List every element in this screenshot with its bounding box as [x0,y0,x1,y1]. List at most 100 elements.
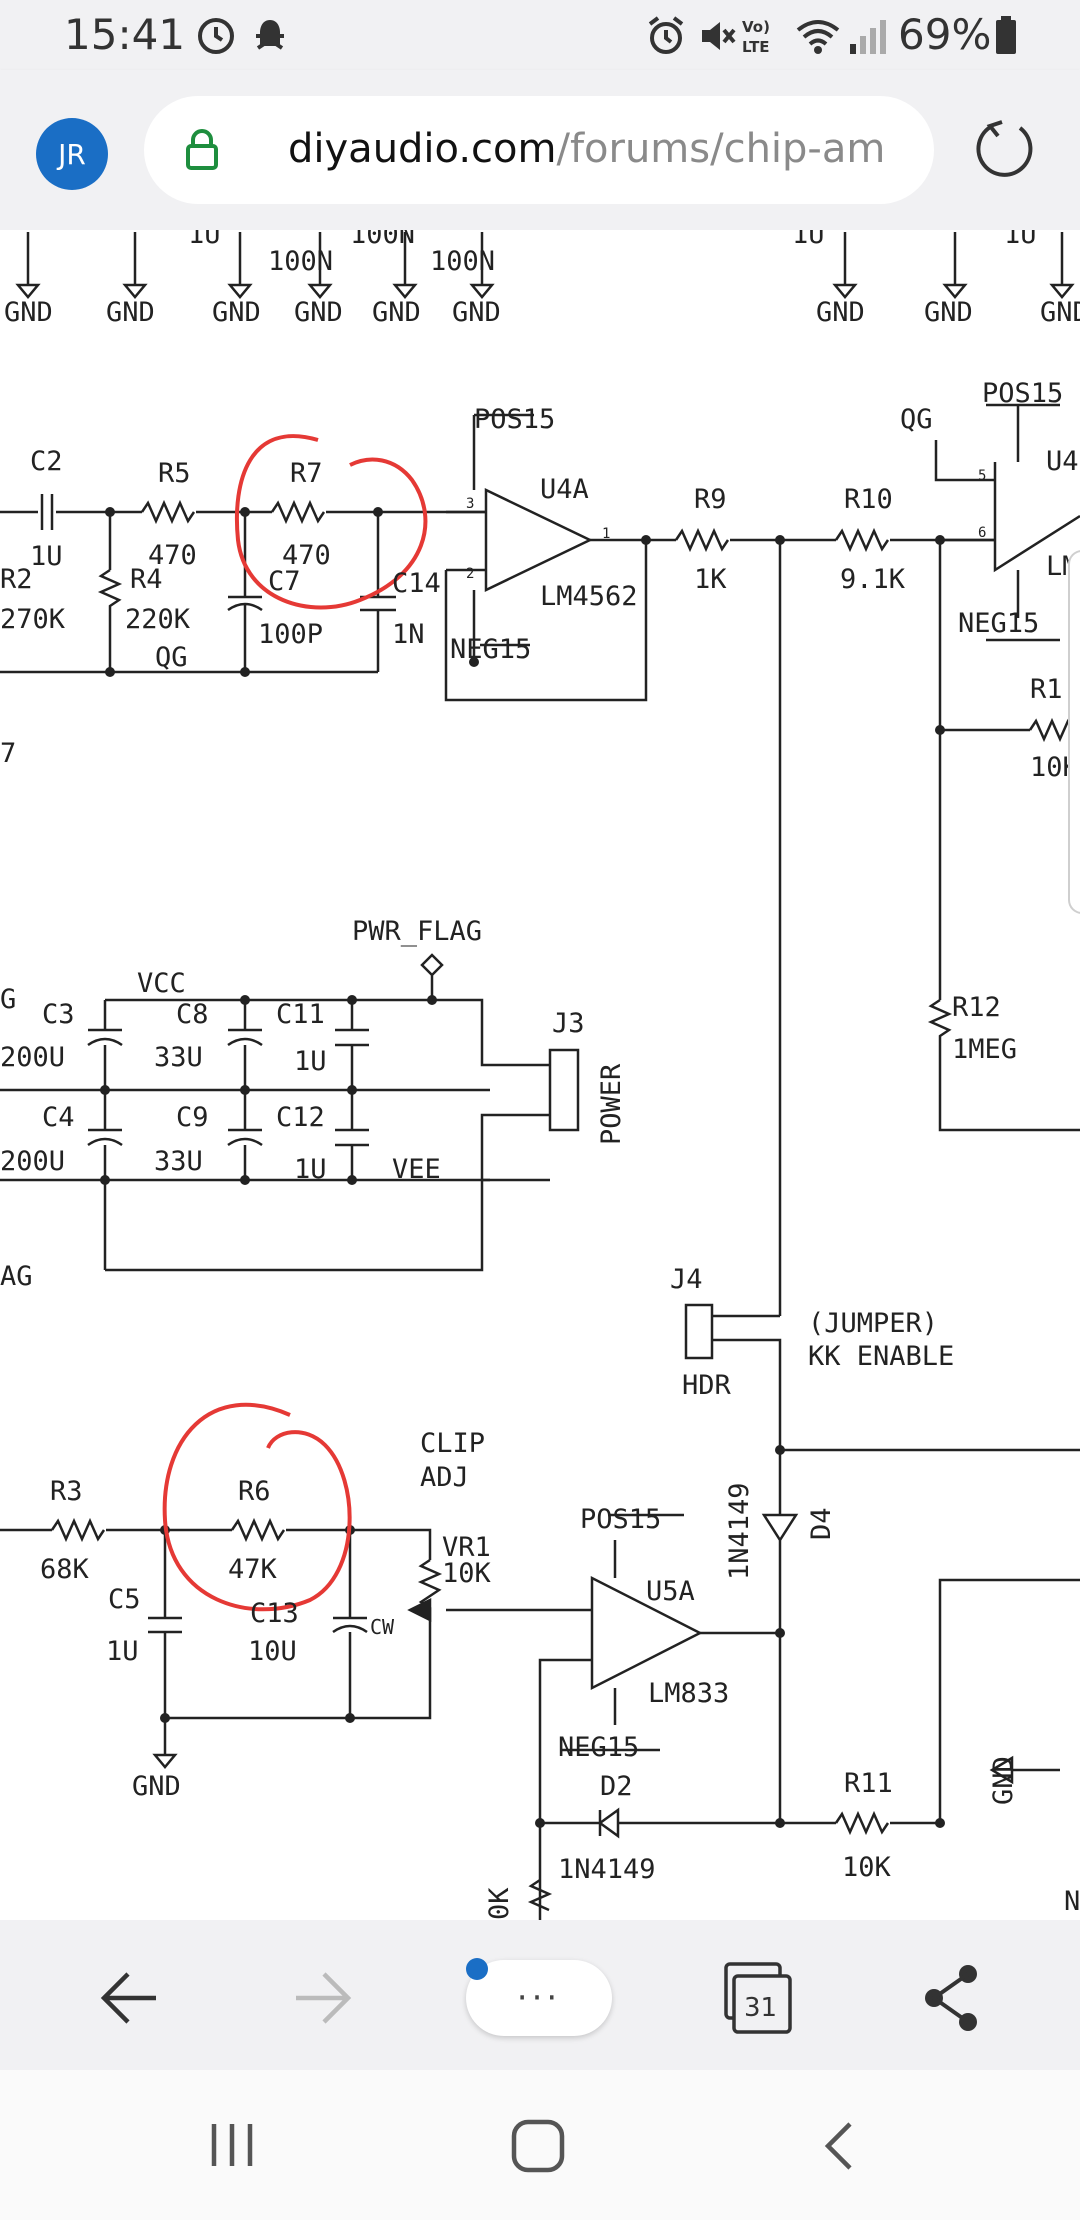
u4b-pin5: 5 [978,468,986,484]
u4b-pin6: 6 [978,525,986,541]
clip-label: CLIP [420,1428,485,1459]
gnd-label-9: GND [1040,297,1080,328]
android-debug-icon [256,20,284,50]
wifi-icon [796,20,840,54]
c4-value: 200U [0,1146,65,1177]
d2-label: D2 [600,1771,633,1802]
jumper-label: (JUMPER) [808,1308,938,1339]
u5a-label: U5A [646,1576,695,1607]
r6-label: R6 [238,1476,271,1507]
left-ag-label: AG [0,1261,33,1292]
u4a-label: U4A [540,474,589,505]
r13-partial-label: R1 [1030,674,1063,705]
tabs-count: 31 [744,1993,777,2023]
pos15-label: POS15 [474,404,555,435]
share-button[interactable] [916,1960,988,2036]
c14-value: 1N [392,619,425,650]
c8-label: C8 [176,999,209,1030]
pos15b-label: POS15 [982,378,1063,409]
url-path: /forums/chip-am [556,126,886,172]
neg15b-label: NEG15 [958,608,1039,639]
c9-label: C9 [176,1102,209,1133]
c3-label: C3 [42,999,75,1030]
gnd-label-7: GND [816,297,865,328]
r2-label: R2 [0,564,33,595]
top-value-5: 1U [792,230,825,250]
r9-label: R9 [694,484,727,515]
c11-value: 1U [294,1046,327,1077]
gnd-label-2: GND [106,297,155,328]
url-text: diyaudio.com/forums/chip-am [288,126,885,172]
gnd-label-5: GND [372,297,421,328]
battery-percent: 69% [898,10,992,59]
qg2-label: QG [900,404,933,435]
recent-apps-icon[interactable] [208,2120,258,2170]
gnd-right-label: GND [988,1756,1019,1805]
signal-icon [850,20,886,54]
more-menu-button[interactable]: ··· [466,1960,612,2036]
ok-partial-label: 0K [484,1887,515,1920]
red-annotation-circles [162,434,428,1612]
u5a-part: LM833 [648,1678,729,1709]
volte-icon: Vo) LTE [742,18,770,56]
c3-value: 200U [0,1042,65,1073]
svg-text:Vo): Vo) [742,18,770,36]
r10-value: 9.1K [840,564,906,595]
vr1-label: VR1 [442,1532,491,1563]
c12-label: C12 [276,1102,325,1133]
r5-value: 470 [148,540,197,571]
battery-icon [996,16,1016,54]
top-value-1: 1U [188,230,221,250]
clock-icon [198,18,234,54]
vr1-value: 10K [442,1558,492,1589]
hdr-label: HDR [682,1370,732,1401]
lock-icon [186,129,218,170]
u4b-partial-label: U4 [1046,446,1079,477]
system-back-icon[interactable] [820,2120,860,2172]
home-icon[interactable] [510,2118,566,2174]
status-bar: 15:41 Vo) LTE 69% [0,0,1080,70]
notification-dot [466,1958,488,1980]
d4-label: D4 [806,1507,837,1540]
r3-label: R3 [50,1476,83,1507]
mute-icon [702,22,736,50]
page-content: GND GND GND GND GND GND GND GND GND 1U 1… [0,230,1080,1920]
back-button[interactable] [92,1960,168,2036]
top-value-4: 100N [430,246,495,277]
url-field[interactable]: diyaudio.com/forums/chip-am [144,96,934,204]
c12-value: 1U [294,1154,327,1185]
r4-label: R4 [130,564,163,595]
svg-text:LTE: LTE [742,38,770,56]
r11-label: R11 [844,1768,893,1799]
page-scroll-thumb[interactable] [1068,550,1080,914]
u4a-part: LM4562 [540,581,638,612]
c2-value: 1U [30,541,63,572]
vr1-cw-label: CW [370,1615,395,1639]
forward-button[interactable] [284,1960,360,2036]
c7-label: C7 [268,566,301,597]
schematic-image: GND GND GND GND GND GND GND GND GND 1U 1… [0,230,1080,1920]
r12-value: 1MEG [952,1034,1017,1065]
neg15-lower-label: NEG15 [558,1732,639,1763]
c2-label: C2 [30,446,63,477]
url-domain: diyaudio.com [288,126,557,172]
c14-label: C14 [392,568,441,599]
d4-part: 1N4149 [724,1482,755,1580]
c7-value: 100P [258,619,323,650]
kk-enable-label: KK ENABLE [808,1341,954,1372]
r7-label: R7 [290,458,323,489]
d2-part: 1N4149 [558,1854,656,1885]
u4a-pin2: 2 [466,566,474,582]
refresh-icon[interactable] [972,116,1038,182]
vee-label: VEE [392,1154,441,1185]
tabs-button[interactable]: 31 [718,1960,798,2040]
r10-label: R10 [844,484,893,515]
profile-avatar[interactable]: JR [36,118,108,190]
power-label: POWER [596,1063,627,1145]
alarm-icon [648,16,684,54]
top-value-6: 1U [1004,230,1037,250]
left-7-label: 7 [0,738,16,769]
vcc-label: VCC [137,968,186,999]
neg15-label: NEG15 [450,634,531,665]
qg-label: QG [155,642,188,673]
